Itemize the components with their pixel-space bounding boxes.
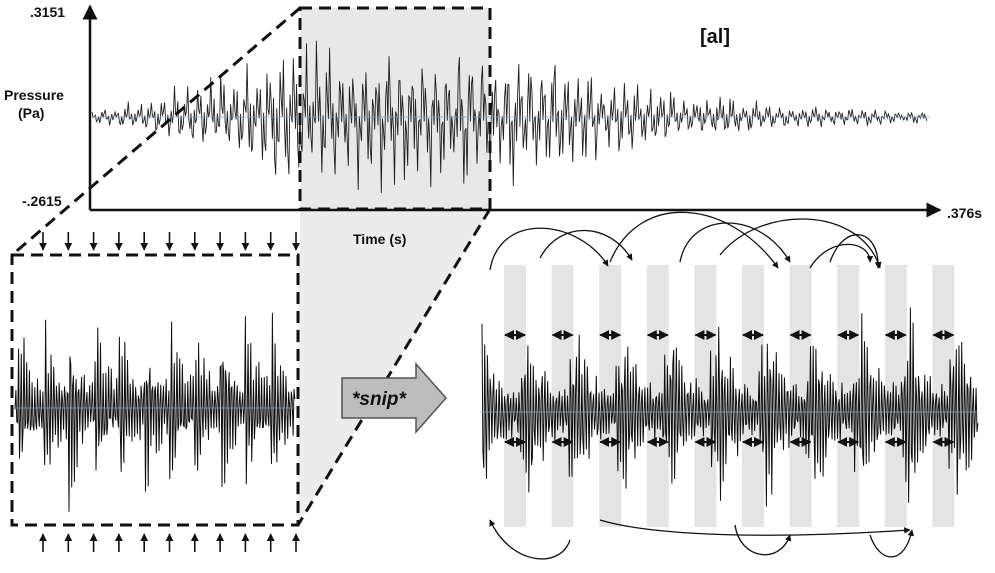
y-max-tick: .3151 [30,4,65,20]
main-waveform-trace [91,40,928,194]
reorder-arrow [719,218,882,269]
zoom-projection-line-left [11,6,301,257]
zoomed-waveform-trace [14,312,296,512]
reorder-arrow [829,234,882,269]
reorder-arrow [869,529,915,558]
reorder-arrow [679,222,791,263]
snip-label: *snip* [352,389,407,410]
signal-label: [al] [700,26,730,48]
x-max-tick: .376s [947,205,982,221]
reorder-arrow [599,519,911,536]
reorder-arrow [734,524,792,556]
zoom-projection-line-right [296,208,492,526]
zoomed-waveform-box [10,253,300,527]
zoom-projection-shade [300,8,490,209]
reordered-waveform [481,307,979,507]
x-axis-label: Time (s) [353,231,406,247]
snip-arrow [341,362,448,434]
pulse-markers-bottom [39,533,300,552]
zoom-selection-box [298,6,492,211]
reorder-arrow [489,519,571,560]
reordered-waveform-trace [481,307,979,507]
reorder-arrow [539,229,633,261]
reorder-arrow [809,243,874,269]
segment-boundary-arrows [504,330,955,447]
y-min-tick: -.2615 [22,193,62,209]
pulse-markers-top [39,232,300,251]
zoomed-waveform [14,312,296,512]
segment-strips [504,265,955,527]
y-axis-label-line2: (Pa) [18,105,44,121]
reorder-arrows [489,211,915,560]
reorder-arrow [489,227,609,271]
main-waveform [91,40,928,194]
reorder-arrow [609,211,779,269]
y-axis-label-line1: Pressure [4,87,64,103]
